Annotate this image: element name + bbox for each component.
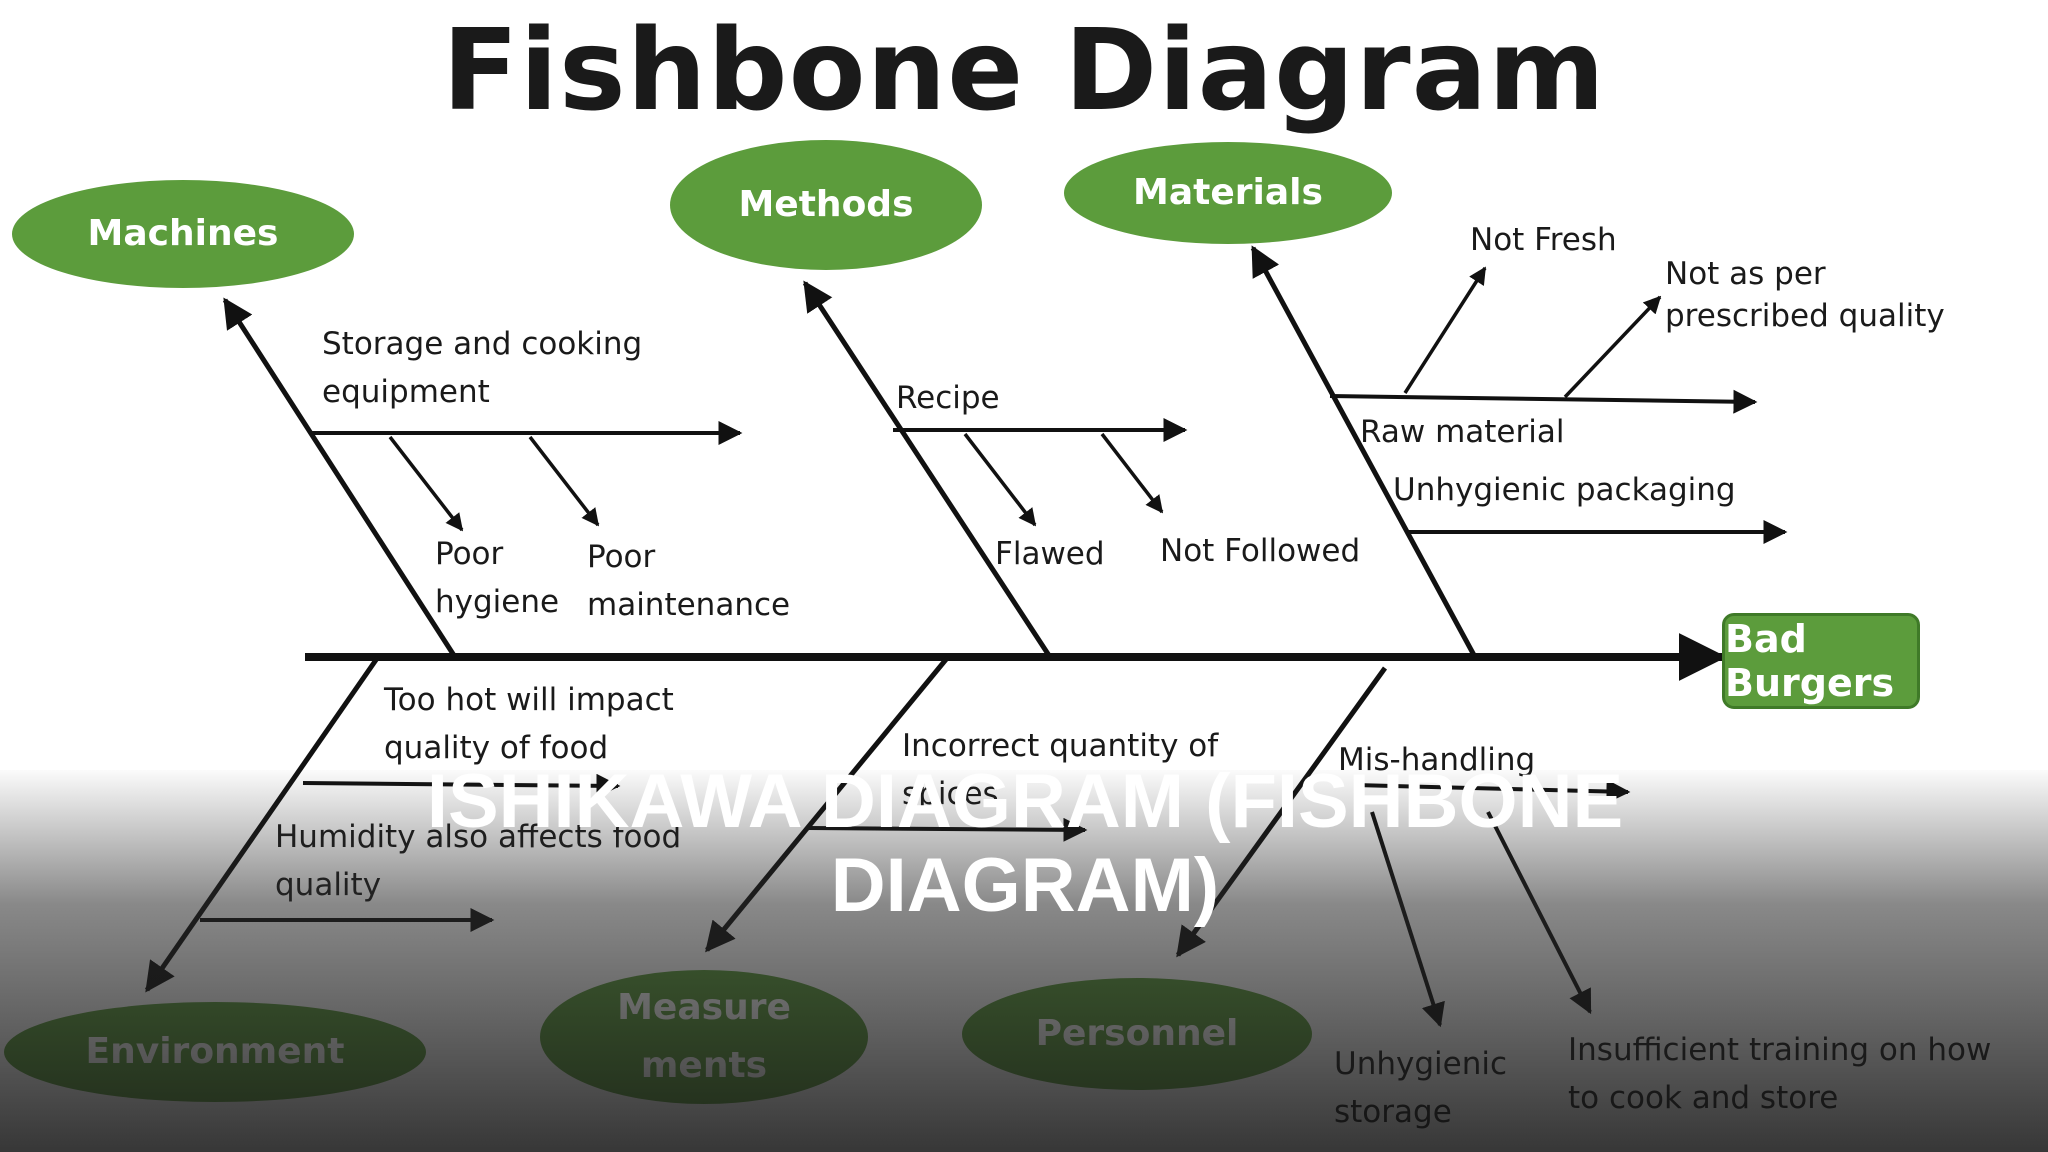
cause-unhygienic-storage-l1: Unhygienic (1334, 1046, 1507, 1082)
cause-storage-cooking-l2: equipment (322, 374, 490, 410)
cause-poor-hygiene-l2: hygiene (435, 584, 560, 620)
cause-too-hot-l2: quality of food (384, 730, 609, 766)
cause-flawed: Flawed (995, 536, 1105, 572)
category-measurements-line2: ments (640, 1045, 768, 1086)
cause-incorrect-quantity-l1: Incorrect quantity of (902, 728, 1219, 764)
cause-too-hot-l1: Too hot will impact (384, 682, 674, 718)
category-environment: Environment (4, 1002, 426, 1102)
category-materials: Materials (1064, 142, 1392, 244)
category-machines: Machines (12, 180, 354, 288)
cause-raw-material: Raw material (1360, 414, 1565, 450)
category-personnel: Personnel (962, 978, 1312, 1090)
poor-hygiene-arrow (388, 435, 464, 532)
cause-storage-cooking-l1: Storage and cooking (322, 326, 643, 362)
category-measurements-line1: Measure (617, 987, 791, 1028)
poor-maintenance-arrow (528, 435, 600, 527)
flawed-arrow (963, 432, 1037, 527)
cause-unhygienic-storage-l2: storage (1334, 1094, 1452, 1130)
machines-bone (222, 297, 458, 659)
category-methods: Methods (670, 140, 982, 270)
raw-material-arrow (1329, 389, 1758, 414)
effect-box: Bad Burgers (1722, 613, 1920, 709)
cause-poor-hygiene-l1: Poor (435, 536, 504, 572)
diagram-title: Fishbone Diagram (442, 6, 1606, 136)
cause-recipe: Recipe (896, 380, 1000, 416)
cause-not-followed: Not Followed (1160, 533, 1361, 569)
not-fresh-arrow (1403, 266, 1487, 394)
methods-bone (802, 280, 1053, 659)
cause-poor-maintenance-l2: maintenance (587, 587, 791, 623)
not-as-per-arrow (1563, 295, 1662, 399)
cause-unhygienic-packaging: Unhygienic packaging (1393, 472, 1736, 508)
video-caption: ISHIKAWA DIAGRAM (FISHBONE DIAGRAM) (426, 759, 1624, 928)
cause-not-as-per-l2: prescribed quality (1665, 298, 1945, 334)
cause-not-fresh: Not Fresh (1470, 222, 1617, 258)
cause-insufficient-training-l1: Insufficient training on how (1568, 1032, 1992, 1068)
category-measurements: Measure ments (540, 970, 868, 1104)
not-followed-arrow (1100, 432, 1164, 514)
materials-bone (1250, 245, 1478, 659)
cause-insufficient-training-l2: to cook and store (1568, 1080, 1839, 1116)
cause-poor-maintenance-l1: Poor (587, 539, 656, 575)
cause-not-as-per-l1: Not as per (1665, 256, 1826, 292)
